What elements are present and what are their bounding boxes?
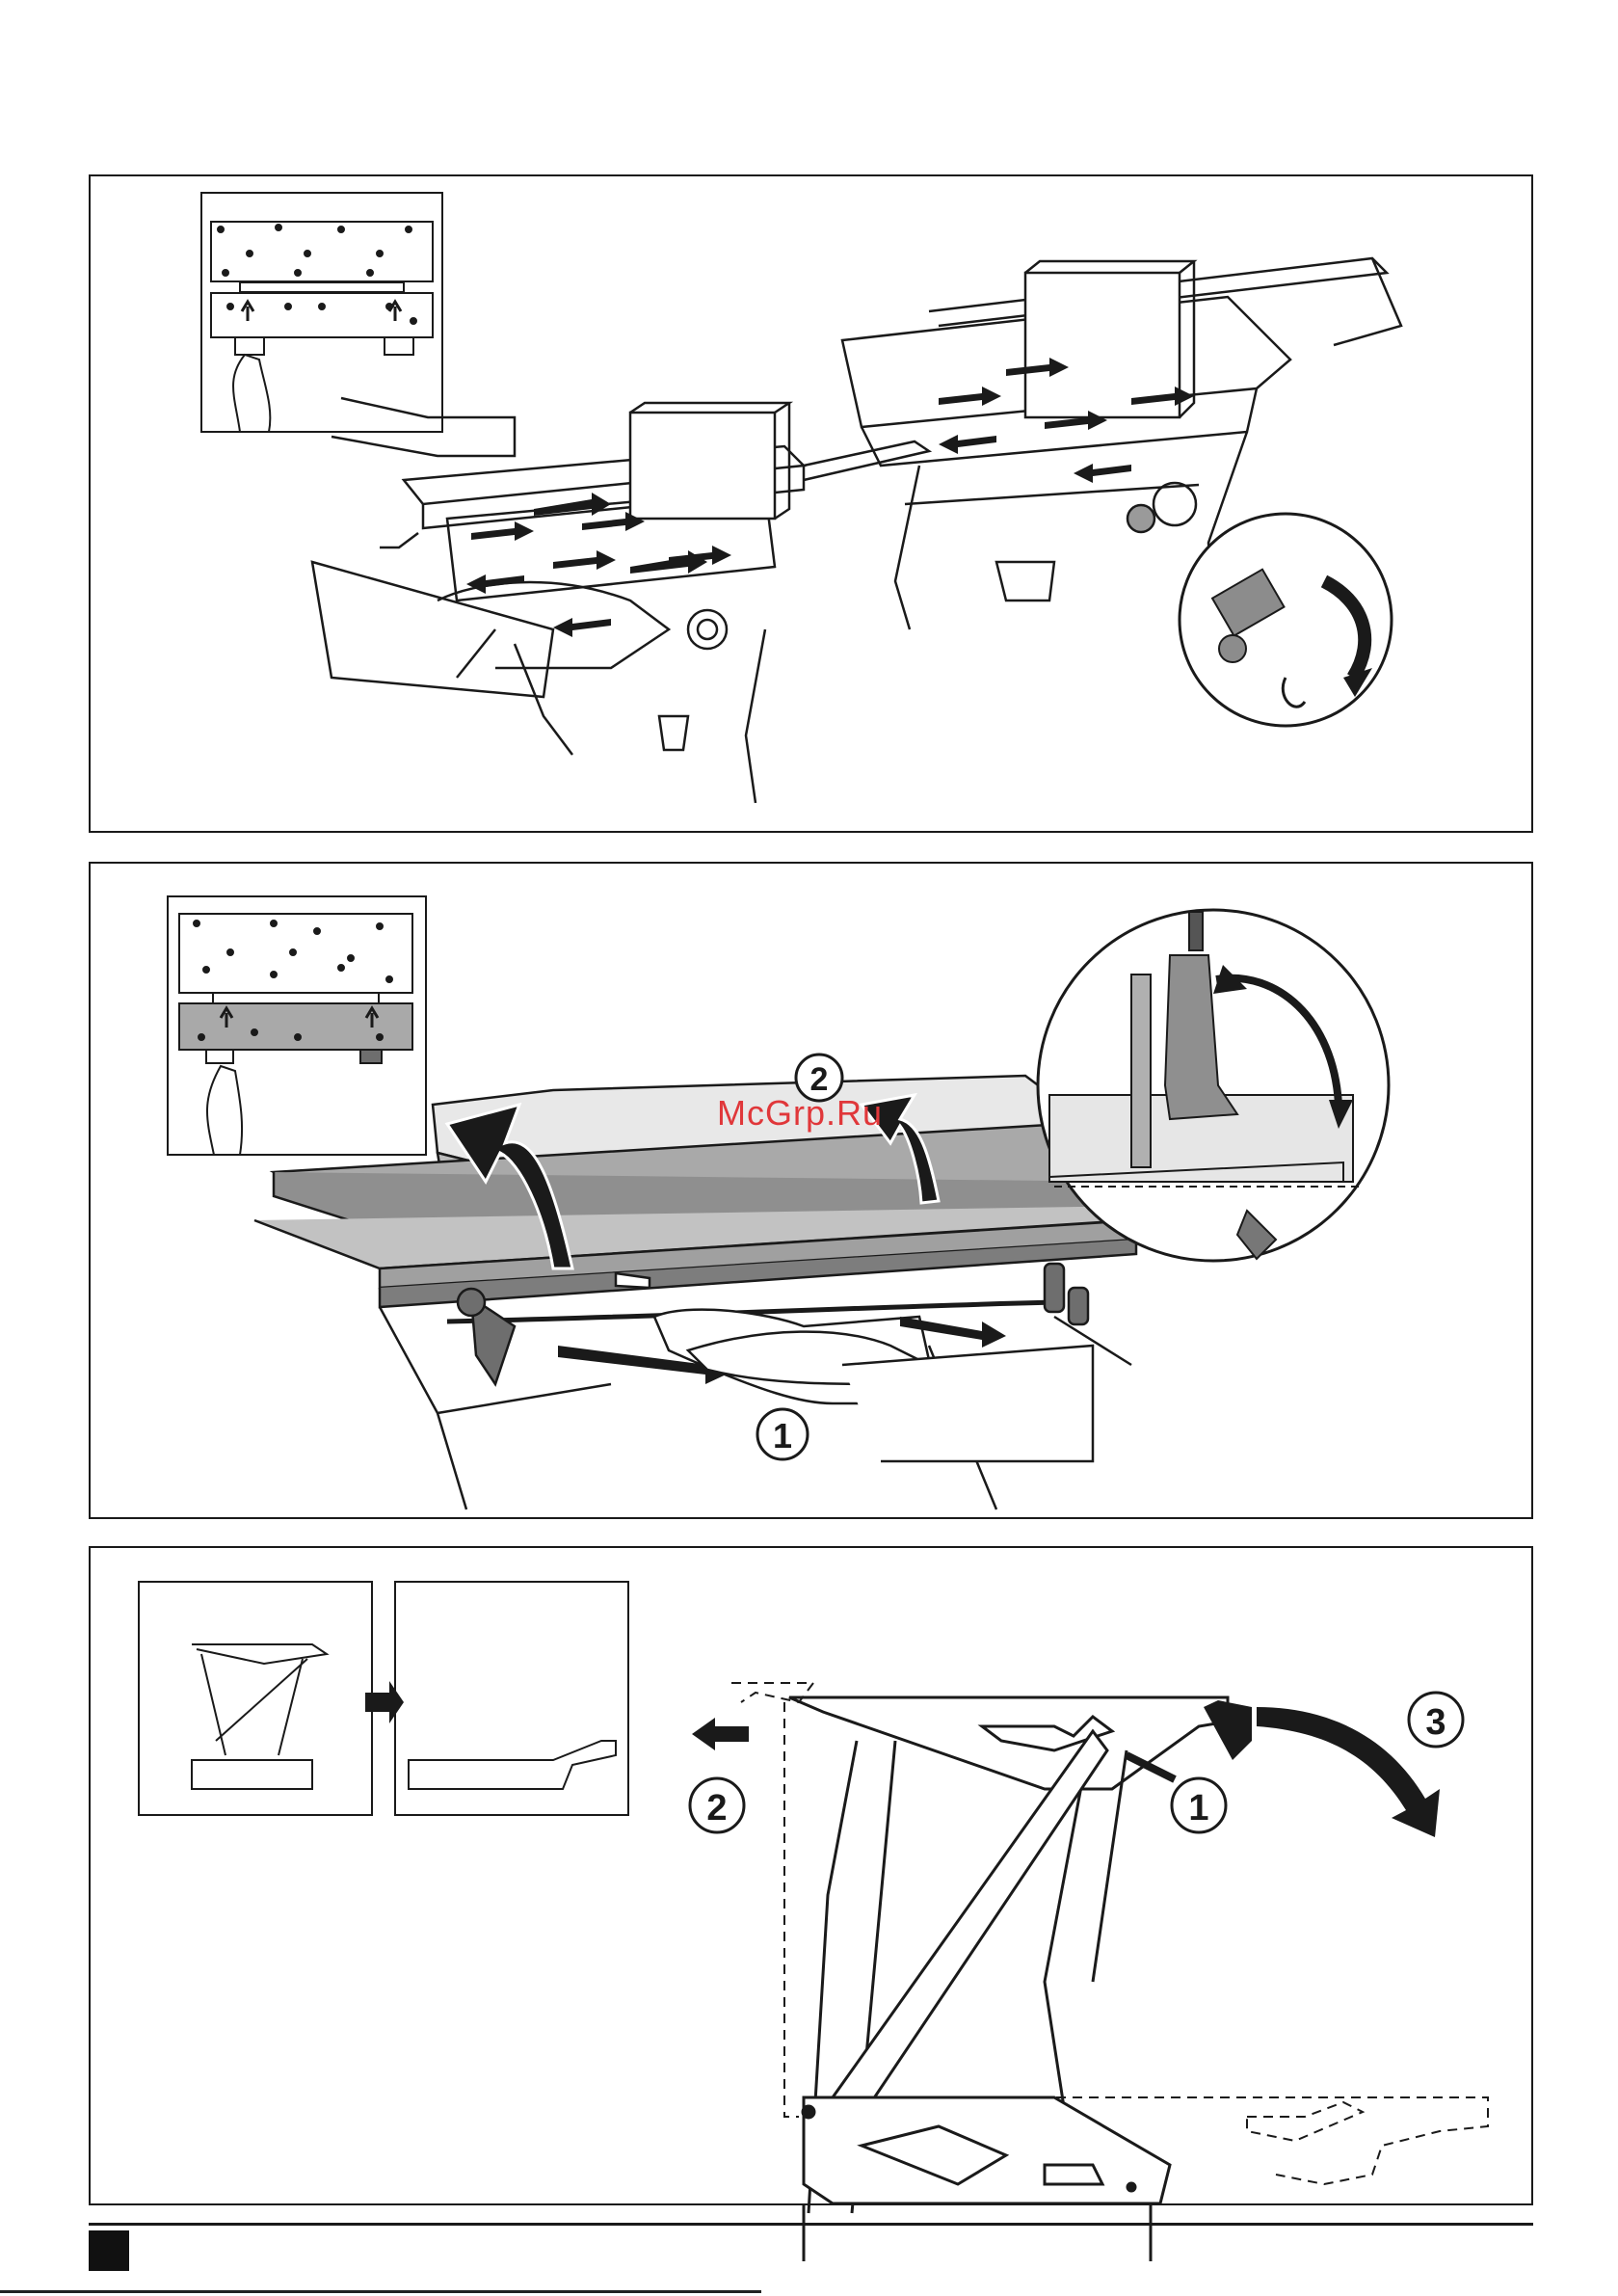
arm-drawing xyxy=(842,1346,1093,1461)
inset-top-view-diagram xyxy=(201,193,442,432)
figure-panel-jaw-lift: 2 1 McGrp.Ru xyxy=(89,862,1533,1519)
inset-open-bench xyxy=(139,1582,372,1815)
page-marker-square xyxy=(89,2230,129,2271)
step-badge-3: 3 xyxy=(1409,1693,1463,1747)
inset-folded-bench xyxy=(395,1582,628,1815)
step-1-label: 1 xyxy=(773,1416,792,1455)
step-badge-2-panel3: 2 xyxy=(690,1778,744,1832)
step-3-label: 3 xyxy=(1425,1702,1446,1743)
step-1-label-panel3: 1 xyxy=(1188,1788,1208,1829)
folding-illustration: 3 2 1 xyxy=(91,1548,1535,2207)
figure-panel-vise-clamping xyxy=(89,174,1533,833)
watermark-text: McGrp.Ru xyxy=(717,1093,883,1134)
footer-rule xyxy=(89,2223,1533,2226)
step-badge-pull: 1 xyxy=(757,1409,808,1459)
step-2-label-panel3: 2 xyxy=(706,1788,727,1829)
zoom-detail-circle xyxy=(1180,514,1392,726)
workbench-left-drawing xyxy=(312,398,929,803)
vise-clamping-illustration xyxy=(91,176,1535,835)
inset-top-view-shaded xyxy=(168,896,426,1155)
step-badge-1-panel3: 1 xyxy=(1172,1778,1226,1832)
figure-panel-folding: 3 2 1 xyxy=(89,1546,1533,2205)
zoom-detail-circle-vise xyxy=(1038,910,1389,1261)
bottom-edge-line xyxy=(0,2290,761,2293)
folding-bench-drawing xyxy=(789,1697,1228,2261)
jaw-lift-illustration: 2 1 xyxy=(91,864,1535,1521)
